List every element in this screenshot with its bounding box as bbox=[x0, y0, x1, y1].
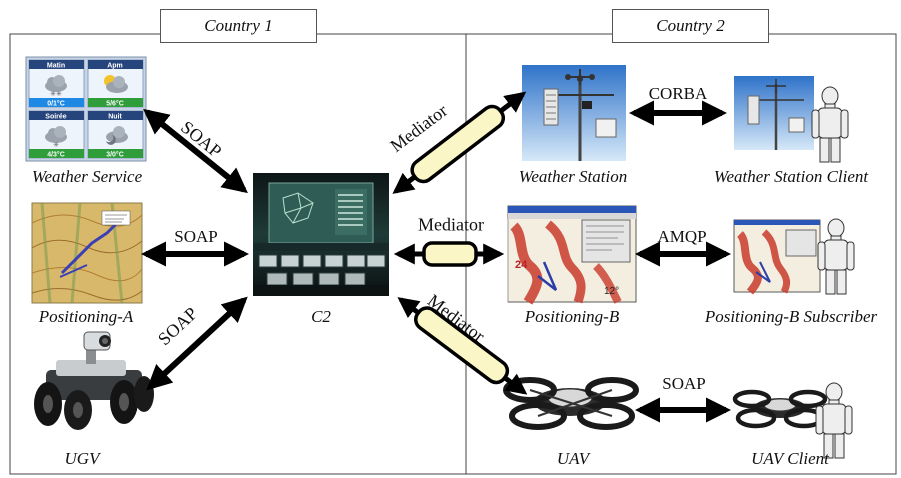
node-label-weather-station-client: Weather Station Client bbox=[713, 167, 869, 186]
person-icon bbox=[817, 218, 855, 295]
uav-client-image bbox=[732, 389, 828, 429]
node-label-weather-service: Weather Service bbox=[31, 167, 143, 186]
node-label-c2: C2 bbox=[311, 307, 331, 326]
weather-cell-period: Matin bbox=[47, 63, 65, 70]
svg-text:✳✳: ✳✳ bbox=[50, 90, 62, 98]
node-label-uav: UAV bbox=[556, 449, 590, 468]
map-b-number: 24 bbox=[515, 259, 528, 271]
node-label-positioning-b-subscriber: Positioning-B Subscriber bbox=[704, 307, 878, 326]
node-label-positioning-a: Positioning-A bbox=[38, 307, 134, 326]
person-icon bbox=[811, 86, 849, 163]
ugv-image bbox=[34, 331, 154, 430]
svg-text:✳: ✳ bbox=[53, 141, 59, 149]
person-icon bbox=[815, 382, 853, 459]
node-label-weather-station: Weather Station bbox=[518, 167, 628, 186]
node-label-uav-client: UAV Client bbox=[751, 449, 829, 468]
edge-label-soap-positioning-a: SOAP bbox=[174, 227, 218, 246]
svg-text:3/0°C: 3/0°C bbox=[106, 151, 124, 159]
edge-label-soap-uav: SOAP bbox=[662, 374, 706, 393]
mediator-arrow-uav bbox=[397, 297, 528, 395]
positioning-b-image: 24 12° bbox=[507, 205, 637, 305]
edge-label-corba: CORBA bbox=[648, 84, 708, 103]
edge-label-amqp: AMQP bbox=[657, 227, 707, 246]
svg-text:Nuit: Nuit bbox=[108, 114, 122, 121]
c2-image bbox=[253, 173, 389, 296]
edge-label-mediator-positioning-b: Mediator bbox=[418, 214, 484, 235]
weather-station-client-image bbox=[734, 76, 814, 150]
edge-arrow-soap-weather-service bbox=[143, 108, 248, 194]
weather-service-image: Matin ✳✳ 0/1°C Apm 5/6°C Soirée ✳ 4/3°C bbox=[25, 56, 147, 162]
weather-cell-temp: 0/1°C bbox=[47, 100, 65, 108]
weather-station-image bbox=[522, 65, 626, 161]
uav-image bbox=[503, 377, 639, 430]
positioning-b-subscriber-image bbox=[733, 219, 821, 295]
svg-text:Apm: Apm bbox=[107, 63, 123, 70]
positioning-a-image bbox=[31, 202, 143, 304]
svg-text:4/3°C: 4/3°C bbox=[47, 151, 65, 159]
mediator-arrow-weather-station bbox=[392, 91, 527, 194]
map-b-number: 12° bbox=[604, 286, 619, 297]
edge-arrow-soap-ugv bbox=[146, 296, 248, 391]
mediator-arrow-positioning-b bbox=[393, 241, 505, 267]
region-title-country1: Country 1 bbox=[160, 9, 317, 43]
node-label-ugv: UGV bbox=[64, 449, 100, 468]
node-label-positioning-b: Positioning-B bbox=[524, 307, 620, 326]
region-title-country2: Country 2 bbox=[612, 9, 769, 43]
svg-text:5/6°C: 5/6°C bbox=[106, 100, 124, 108]
svg-text:Soirée: Soirée bbox=[45, 114, 67, 121]
